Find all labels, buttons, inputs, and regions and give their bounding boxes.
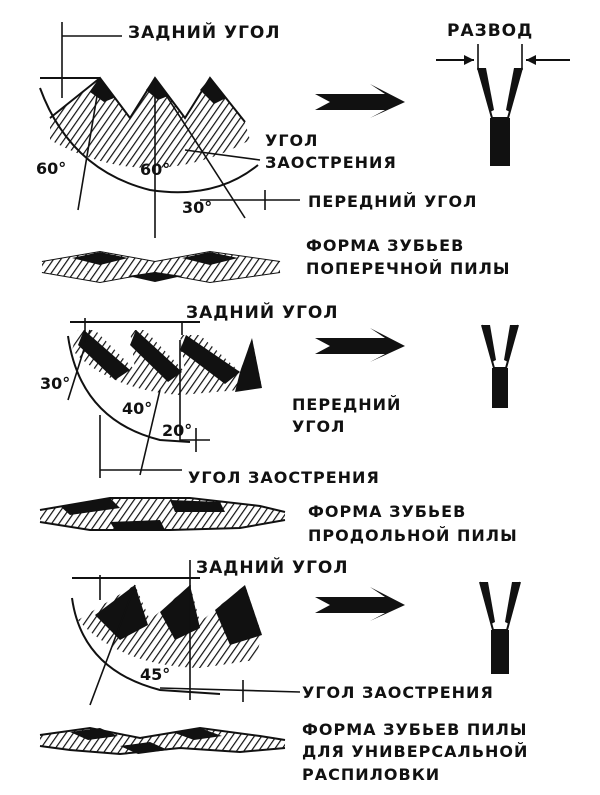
section-crosscut: ЗАДНИЙ УГОЛ 60° 60° 30° УГОЛ ЗАОСТРЕНИЯ … — [36, 21, 570, 284]
set-label: РАЗВОД — [447, 21, 533, 41]
caption2-line1: ФОРМА ЗУБЬЕВ — [308, 502, 466, 521]
section-rip: ЗАДНИЙ УГОЛ 30° 40° 20° ПЕРЕДНИЙ УГОЛ УГ… — [39, 301, 519, 545]
angle-sharp-label-2: 40° — [122, 399, 152, 418]
set-blade-universal — [479, 581, 521, 674]
set-blade-rip — [481, 324, 519, 408]
rip-teeth — [67, 330, 262, 443]
angle-sharp-label-3: 45° — [140, 665, 170, 684]
arrow-icon — [315, 84, 405, 118]
angle-center-label: 60° — [140, 160, 170, 179]
caption3-line2: ДЛЯ УНИВЕРСАЛЬНОЙ — [302, 742, 528, 761]
sharp-angle-line-2 — [139, 389, 161, 476]
caption3-line3: РАСПИЛОВКИ — [302, 765, 440, 784]
sharp-leader-3 — [159, 687, 301, 693]
universal-top-view — [39, 726, 286, 756]
caption3-line1: ФОРМА ЗУБЬЕВ ПИЛЫ — [302, 720, 528, 739]
sharpening-leader — [184, 149, 261, 161]
angle-rear-label-2: 30° — [40, 374, 70, 393]
angle-front-label: 30° — [182, 198, 212, 217]
rear-angle-label-3: ЗАДНИЙ УГОЛ — [196, 556, 349, 578]
sharpening-angle-label-2: ЗАОСТРЕНИЯ — [265, 153, 397, 172]
rear-angle-line-2 — [67, 329, 91, 401]
set-blade-crosscut — [436, 44, 570, 166]
caption2-line2: ПРОДОЛЬНОЙ ПИЛЫ — [308, 526, 518, 545]
left-angle-line — [77, 77, 101, 211]
crosscut-top-view — [41, 250, 281, 284]
angle-left-label: 60° — [36, 159, 66, 178]
rip-top-view — [39, 497, 286, 531]
section-universal: ЗАДНИЙ УГОЛ 45° УГОЛ ЗАОСТРЕНИЯ ФОРМА ЗУ… — [39, 556, 528, 784]
rear-angle-label-2: ЗАДНИЙ УГОЛ — [186, 301, 339, 323]
universal-teeth — [71, 585, 262, 695]
caption1-line2: ПОПЕРЕЧНОЙ ПИЛЫ — [306, 259, 511, 278]
front-angle-label-2a: ПЕРЕДНИЙ — [292, 395, 401, 414]
front-angle-line — [154, 77, 246, 219]
sharpening-angle-label-3: УГОЛ ЗАОСТРЕНИЯ — [302, 683, 494, 702]
caption1-line1: ФОРМА ЗУБЬЕВ — [306, 236, 464, 255]
arrow-icon-2 — [315, 328, 405, 362]
arrow-icon-3 — [315, 587, 405, 621]
rear-angle-line-3 — [89, 584, 136, 706]
rear-angle-label: ЗАДНИЙ УГОЛ — [128, 21, 281, 43]
sharpening-angle-label-1: УГОЛ — [265, 131, 318, 150]
angle-front-label-2: 20° — [162, 421, 192, 440]
sharpening-angle-label-2: УГОЛ ЗАОСТРЕНИЯ — [188, 468, 380, 487]
front-angle-label-2b: УГОЛ — [292, 417, 345, 436]
front-angle-label: ПЕРЕДНИЙ УГОЛ — [308, 192, 477, 211]
